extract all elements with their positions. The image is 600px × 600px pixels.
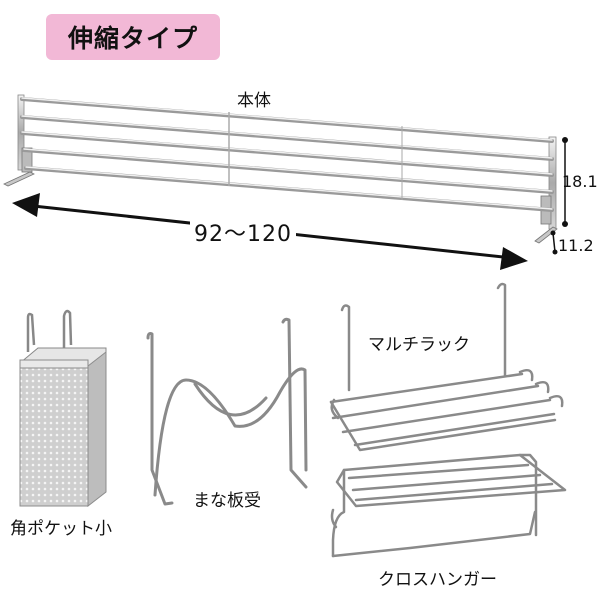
height-marker <box>562 137 568 227</box>
depth-marker <box>550 230 558 255</box>
square-pocket <box>19 309 107 508</box>
cross-hanger-label: クロスハンガー <box>378 570 497 590</box>
square-pocket-label: 角ポケット小 <box>10 519 112 539</box>
multi-rack <box>329 282 564 452</box>
cross-hanger <box>330 453 567 558</box>
type-badge: 伸縮タイプ <box>46 14 220 60</box>
depth-dimension-label: 11.2 <box>558 236 594 255</box>
cutting-board-holder <box>146 317 308 506</box>
multi-rack-label: マルチラック <box>368 335 470 355</box>
type-badge-text: 伸縮タイプ <box>67 24 198 53</box>
cutting-board-holder-label: まな板受 <box>193 491 261 511</box>
main-rack-label: 本体 <box>237 91 271 111</box>
main-rack <box>3 94 558 244</box>
width-dimension-label: 92～120 <box>190 216 296 248</box>
height-dimension-label: 18.1 <box>562 172 598 191</box>
